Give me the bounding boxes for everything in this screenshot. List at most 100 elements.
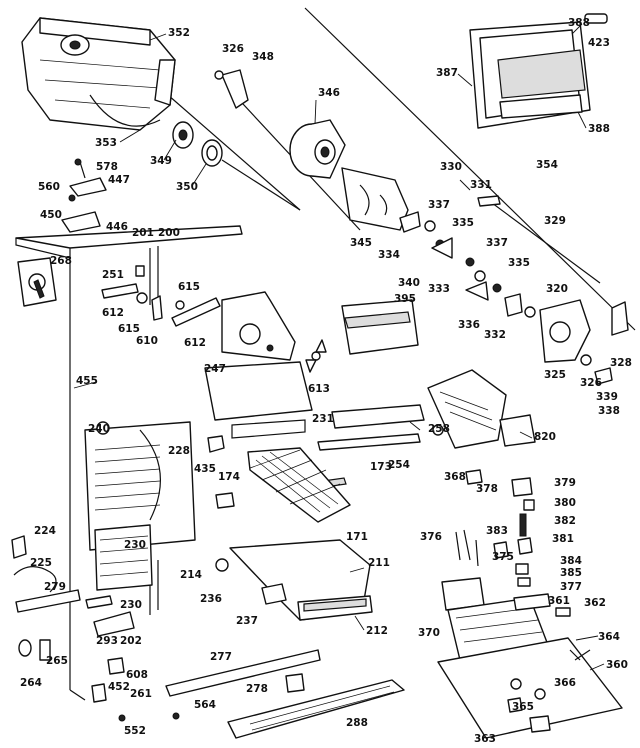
- label-279: 279: [44, 581, 66, 593]
- label-610: 610: [136, 335, 158, 347]
- label-613: 613: [308, 383, 330, 395]
- label-247: 247: [204, 363, 226, 375]
- label-171: 171: [346, 531, 368, 543]
- label-370: 370: [418, 627, 440, 639]
- label-395: 395: [394, 293, 416, 305]
- small-parts-left: [61, 158, 107, 233]
- label-452: 452: [108, 681, 130, 693]
- label-380: 380: [554, 497, 576, 509]
- label-446: 446: [106, 221, 128, 233]
- label-388: 388: [568, 17, 590, 29]
- label-328: 328: [610, 357, 632, 369]
- label-346: 346: [318, 87, 340, 99]
- label-552: 552: [124, 725, 146, 737]
- guide-line-auger: [167, 94, 301, 211]
- door-assembly-387: [469, 13, 608, 129]
- label-325: 325: [544, 369, 566, 381]
- label-240: 240: [88, 423, 110, 435]
- label-379: 379: [554, 477, 576, 489]
- label-225: 225: [30, 557, 52, 569]
- label-375: 375: [492, 551, 514, 563]
- label-293: 293: [96, 635, 118, 647]
- bottom-left-parts: [11, 535, 135, 722]
- label-435: 435: [194, 463, 216, 475]
- harness-brackets: [101, 265, 221, 327]
- label-608: 608: [126, 669, 148, 681]
- label-385: 385: [560, 567, 582, 579]
- label-326: 326: [222, 43, 244, 55]
- label-230-b: 230: [120, 599, 142, 611]
- label-348: 348: [252, 51, 274, 63]
- label-251: 251: [102, 269, 124, 281]
- label-288: 288: [346, 717, 368, 729]
- label-330: 330: [440, 161, 462, 173]
- label-230: 230: [124, 539, 146, 551]
- label-368: 368: [444, 471, 466, 483]
- label-231: 231: [312, 413, 334, 425]
- drawer-211: [215, 539, 373, 621]
- label-268: 268: [50, 255, 72, 267]
- freezer-cabinet-frame: [15, 225, 243, 701]
- label-423: 423: [588, 37, 610, 49]
- label-612: 612: [102, 307, 124, 319]
- label-335: 335: [452, 217, 474, 229]
- label-340: 340: [398, 277, 420, 289]
- label-352: 352: [168, 27, 190, 39]
- label-326-b: 326: [580, 377, 602, 389]
- control-panel-395: [341, 299, 419, 355]
- label-332: 332: [484, 329, 506, 341]
- label-224: 224: [34, 525, 56, 537]
- label-360: 360: [606, 659, 628, 671]
- label-258: 258: [428, 423, 450, 435]
- label-214: 214: [180, 569, 202, 581]
- label-336: 336: [458, 319, 480, 331]
- label-361: 361: [548, 595, 570, 607]
- label-345: 345: [350, 237, 372, 249]
- label-450: 450: [40, 209, 62, 221]
- label-278: 278: [246, 683, 268, 695]
- auger-drive: [172, 69, 301, 211]
- motor-346: [289, 119, 346, 179]
- label-277: 277: [210, 651, 232, 663]
- label-353: 353: [95, 137, 117, 149]
- ice-bucket-352: [21, 17, 176, 131]
- label-337-b: 337: [486, 237, 508, 249]
- label-455: 455: [76, 375, 98, 387]
- label-349: 349: [150, 155, 172, 167]
- bracket-348: [221, 69, 249, 109]
- label-228: 228: [168, 445, 190, 457]
- guide-line-right: [304, 7, 636, 331]
- label-376: 376: [420, 531, 442, 543]
- label-615-b: 615: [118, 323, 140, 335]
- part-labels: 352 326 348 346 353 349 350 578 447 560 …: [20, 17, 632, 745]
- screw-326: [214, 70, 224, 80]
- label-333: 333: [428, 283, 450, 295]
- label-615: 615: [178, 281, 200, 293]
- label-364: 364: [598, 631, 620, 643]
- label-382: 382: [554, 515, 576, 527]
- label-335-b: 335: [508, 257, 530, 269]
- leader-lines: [73, 23, 605, 671]
- label-331: 331: [470, 179, 492, 191]
- label-388-b: 388: [588, 123, 610, 135]
- ice-maker-820: [427, 369, 536, 449]
- label-447: 447: [108, 174, 130, 186]
- linkage-parts: [399, 179, 601, 318]
- label-366: 366: [554, 677, 576, 689]
- label-362: 362: [584, 597, 606, 609]
- label-200: 200: [158, 227, 180, 239]
- fan-613: [305, 339, 327, 373]
- label-254: 254: [388, 459, 410, 471]
- label-363: 363: [474, 733, 496, 745]
- shelves: [315, 404, 425, 489]
- label-377: 377: [560, 581, 582, 593]
- label-384: 384: [560, 555, 582, 567]
- label-578: 578: [96, 161, 118, 173]
- label-350: 350: [176, 181, 198, 193]
- label-201: 201: [132, 227, 154, 239]
- mounting-plate-345: [341, 167, 409, 231]
- label-381: 381: [552, 533, 574, 545]
- dispenser-switch-parts: [455, 469, 535, 587]
